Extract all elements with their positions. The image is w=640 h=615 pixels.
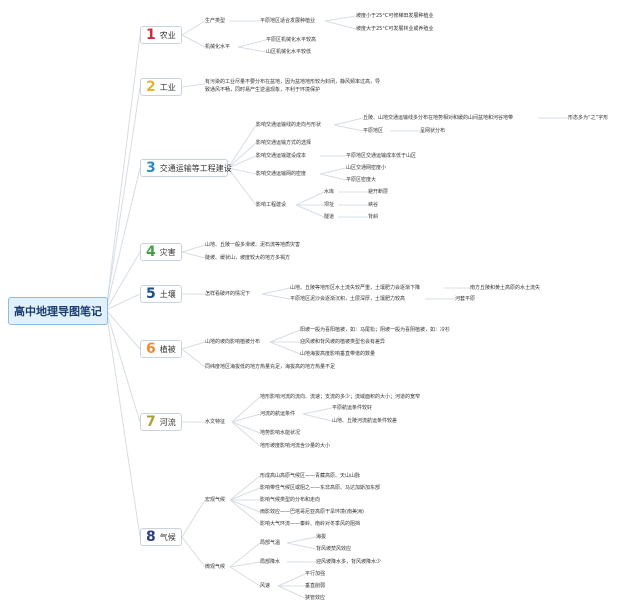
branch-number: 4	[146, 244, 156, 260]
branch-4-disaster[interactable]: 4 灾害	[140, 243, 182, 261]
node-text[interactable]: 机械化水平	[205, 44, 231, 50]
node-text[interactable]: 平原地区交通运输成本低于山区	[346, 153, 417, 159]
node-text[interactable]: 山区交通网密度小	[346, 165, 387, 171]
node-text[interactable]: 有污染的工业尽量不要分布在盆地，因为盆地地形较为封闭，静风频率过高，导	[205, 79, 381, 85]
node-text[interactable]: 生产类型	[205, 18, 226, 24]
branch-5-soil[interactable]: 5 土壤	[140, 285, 182, 303]
node-text[interactable]: 影响带性气候区或阻之——东非高原、马达加斯加东部	[260, 485, 381, 491]
branch-number: 6	[146, 341, 156, 357]
branch-number: 3	[146, 160, 156, 176]
node-text[interactable]: 平原区密度大	[346, 177, 377, 183]
node-text[interactable]: 山地的坡向影响植被分布	[205, 339, 261, 345]
node-text[interactable]: 狭管效应	[305, 595, 326, 601]
branch-6-vegetation[interactable]: 6 植被	[140, 340, 182, 358]
node-text[interactable]: 避开断层	[368, 189, 389, 195]
node-text[interactable]: 迎风坡和背风坡的植被类型也会有差异	[300, 339, 386, 345]
node-text[interactable]: 山地、丘陵等地形区水土流失较严重，土壤肥力会逐渐下降	[290, 285, 421, 291]
node-text[interactable]: 背风坡焚风效应	[316, 546, 352, 552]
node-text[interactable]: 坡度大于25°C可发展林业或养殖业	[356, 26, 434, 32]
node-text[interactable]: 山地、丘陵河流航运条件较差	[332, 418, 398, 424]
branch-number: 2	[146, 79, 156, 95]
branch-2-industry[interactable]: 2 工业	[140, 78, 182, 96]
node-text[interactable]: 宏观气候	[205, 497, 226, 503]
node-text[interactable]: 风速	[260, 583, 271, 589]
node-text[interactable]: 同纬度地区海拔低的地方热量充足，海拔高的地方热量不足	[205, 364, 336, 370]
node-text[interactable]: 影响大气环流——秦岭、南岭对冬季风的阻挡	[260, 521, 361, 527]
branch-label: 河流	[159, 417, 176, 427]
node-text[interactable]: 阳坡一般为喜阳植被，如：马尾松；阴坡一般为喜阴植被，如：冷杉	[300, 327, 451, 333]
node-text[interactable]: 平原地区泥沙会逐渐沉积，土层深厚，土壤肥力较高	[290, 296, 406, 302]
node-text[interactable]: 陡坡、缓状山，坡度较大的地方多褐方	[205, 255, 291, 261]
node-text[interactable]: 水文特征	[205, 419, 226, 425]
node-text[interactable]: 局部气温	[260, 540, 281, 546]
branch-number: 1	[146, 27, 156, 43]
node-text[interactable]: 影响交通运输建设成本	[256, 153, 307, 159]
node-text[interactable]: 平原地区	[363, 128, 384, 134]
node-text[interactable]: 局部降水	[260, 559, 281, 565]
node-text[interactable]: 垂直削弱	[305, 583, 326, 589]
node-text[interactable]: 地形坡度影响河流含沙量的大小	[260, 443, 331, 449]
node-text[interactable]: 山地、丘陵一般多滑坡、泥石流等地质灾害	[205, 242, 301, 248]
branch-label: 交通运输等工程建设	[159, 163, 232, 173]
node-text[interactable]: 怎样看破坏的情况下	[205, 291, 251, 297]
node-text[interactable]: 海拔	[316, 534, 327, 540]
branch-number: 7	[146, 414, 156, 430]
node-text[interactable]: 平原地区适合发展种植业	[260, 18, 316, 24]
node-text[interactable]: 河套平原	[455, 296, 476, 302]
node-text[interactable]: 微观气候	[205, 564, 226, 570]
node-text[interactable]: 丘陵、山地交通运输线多分布在地势相对和缓的山间盆地和河谷地带	[363, 115, 514, 121]
node-text[interactable]: 形态多为“之”字形	[568, 115, 609, 121]
branch-label: 植被	[159, 344, 176, 354]
node-text[interactable]: 平原航运条件较好	[332, 405, 373, 411]
branch-label: 农业	[159, 30, 176, 40]
node-text[interactable]: 坡度小于25°C可修梯田发展种植业	[356, 13, 434, 19]
node-text[interactable]: 隧道	[324, 214, 335, 220]
branch-1-agriculture[interactable]: 1 农业	[140, 26, 182, 44]
branch-number: 5	[146, 286, 156, 302]
branch-label: 灾害	[159, 247, 176, 257]
node-text[interactable]: 峡谷	[368, 202, 379, 208]
branch-8-climate[interactable]: 8 气候	[140, 528, 182, 546]
node-text[interactable]: 迎风坡降水多，背风坡降水少	[316, 559, 382, 565]
branch-number: 8	[146, 529, 156, 545]
node-text[interactable]: 背斜	[368, 214, 379, 220]
node-text[interactable]: 河流的航运条件	[260, 411, 296, 417]
node-text[interactable]: 影响气候类型的分布和走向	[260, 497, 321, 503]
node-text[interactable]: 地势影响水能状况	[260, 430, 301, 436]
branch-label: 土壤	[159, 289, 176, 299]
node-text[interactable]: 平行加强	[305, 571, 326, 577]
branch-7-river[interactable]: 7 河流	[140, 413, 182, 431]
root-topic[interactable]: 高中地理导图笔记	[8, 297, 108, 325]
node-text[interactable]: 形成高山高原气候区——青藏高原、天山山脉	[260, 473, 361, 479]
node-text[interactable]: 地形影响河流的流向、流速；支流的多少；流域面积的大小；河道的宽窄	[260, 394, 421, 400]
node-text[interactable]: 平原区机械化水平较高	[266, 37, 317, 43]
node-text[interactable]: 影响工程建设	[256, 202, 287, 208]
node-text[interactable]: 雨影效应——巴塔哥尼亚高原干旱环境(南美洲)	[260, 509, 364, 515]
node-text[interactable]: 呈网状分布	[420, 128, 446, 134]
node-text[interactable]: 影响交通运输网的密度	[256, 171, 307, 177]
branch-label: 工业	[159, 82, 176, 92]
node-text[interactable]: 山地海拔高度影响垂直带谱的数量	[300, 351, 376, 357]
branch-3-transport[interactable]: 3 交通运输等工程建设	[140, 159, 232, 177]
branch-label: 气候	[159, 532, 176, 542]
node-text[interactable]: 坝址	[324, 202, 335, 208]
node-text[interactable]: 致通风不畅，同时易产生逆温现象，不利于环境保护	[205, 87, 321, 93]
node-text[interactable]: 山区机械化水平较低	[266, 49, 312, 55]
node-text[interactable]: 南方丘陵和黄土高原的水土流失	[470, 285, 541, 291]
node-text[interactable]: 影响交通运输方式的选择	[256, 140, 312, 146]
node-text[interactable]: 水库	[324, 189, 335, 195]
node-text[interactable]: 影响交通运输线的走向与形状	[256, 122, 322, 128]
